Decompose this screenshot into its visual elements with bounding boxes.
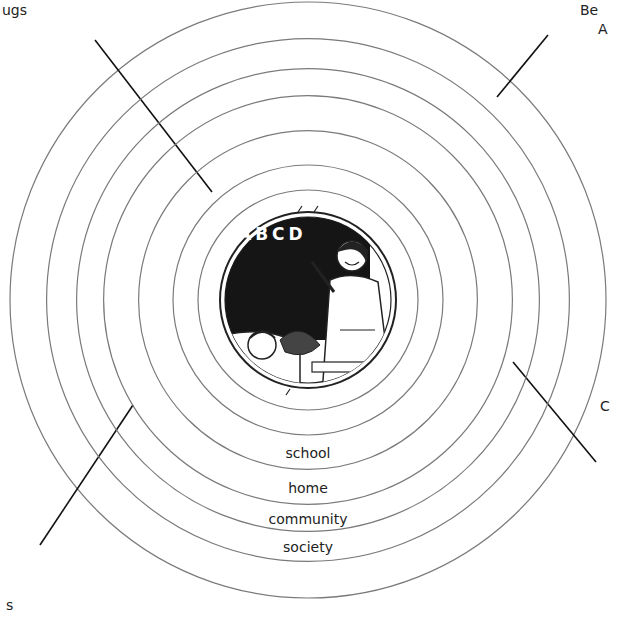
leader-line xyxy=(513,362,596,462)
ring-circle xyxy=(104,96,513,505)
teacher-picture xyxy=(220,205,396,395)
ring-band: school home community society xyxy=(46,38,570,562)
inner-ring xyxy=(173,165,443,435)
callout-text: ugs xyxy=(2,2,27,18)
ring-band: school home community xyxy=(76,68,540,532)
outer-ring xyxy=(10,2,606,598)
ring-band: school home xyxy=(103,95,513,505)
callout-text: s xyxy=(6,597,13,613)
ring-label: community xyxy=(266,511,351,527)
callout-text: Be xyxy=(580,2,598,18)
ring-label: school xyxy=(283,445,334,461)
ring-circle xyxy=(139,131,478,470)
callout-text: A xyxy=(598,21,608,37)
leader-line xyxy=(95,40,212,192)
ring-label: society xyxy=(280,539,336,555)
ring-outline xyxy=(76,68,540,532)
leader-line xyxy=(497,35,548,97)
ring-band: school xyxy=(138,130,478,470)
ring-label: home xyxy=(285,480,331,496)
ring-outline xyxy=(138,130,478,470)
ring-circle xyxy=(47,39,570,562)
inner-ring xyxy=(198,190,418,410)
ring-outline xyxy=(103,95,513,505)
leader-line xyxy=(40,405,133,545)
board-letters: ABCD xyxy=(238,226,307,242)
callout-text: C xyxy=(600,398,610,414)
ring-circle xyxy=(77,69,540,532)
